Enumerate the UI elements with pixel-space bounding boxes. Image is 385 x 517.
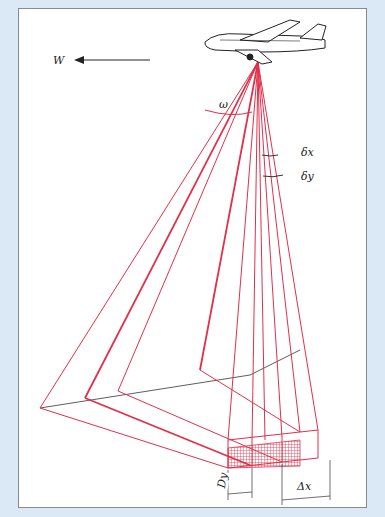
angle-label: δx [300, 146, 315, 159]
white-panel [18, 8, 367, 508]
angle-label: δy [300, 170, 315, 183]
scan-angle-label: ω [218, 98, 229, 111]
flight-direction-label: W [52, 54, 65, 67]
dimension-label: Δx [296, 480, 312, 493]
